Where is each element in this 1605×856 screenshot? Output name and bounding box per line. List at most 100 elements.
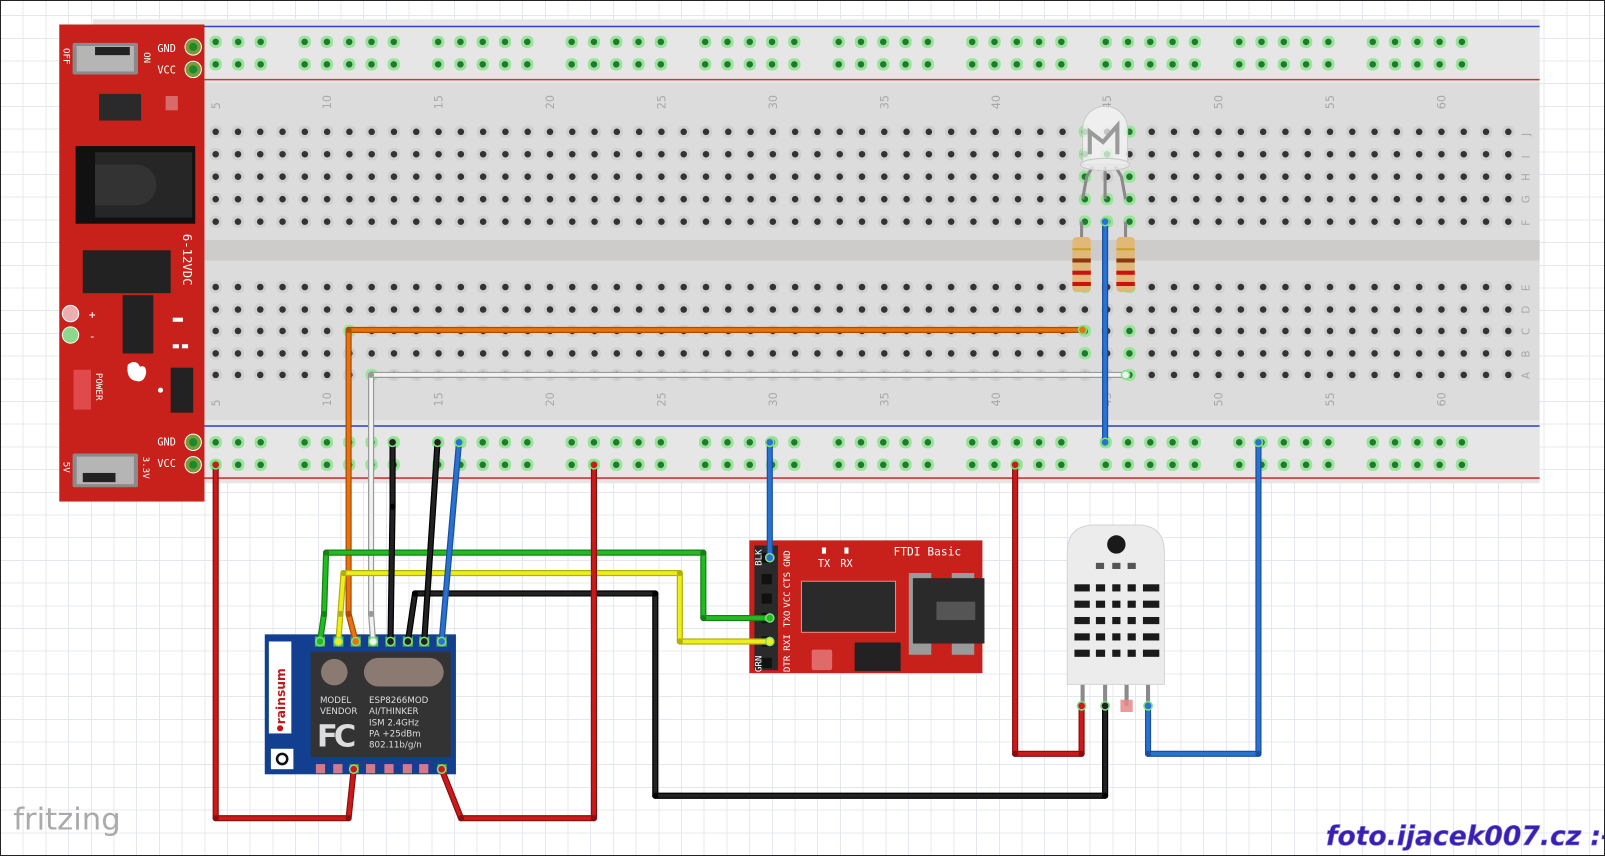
breadboard-hole[interactable] [610,148,623,161]
breadboard-hole[interactable] [343,215,356,228]
breadboard-hole[interactable] [878,280,891,294]
breadboard-hole[interactable] [1368,324,1381,338]
breadboard-hole[interactable] [254,324,267,338]
breadboard-hole[interactable] [1301,170,1314,183]
power-rail-hole[interactable] [521,58,534,71]
power-rail-hole[interactable] [365,58,378,71]
breadboard-hole[interactable] [521,193,534,206]
power-rail-hole[interactable] [632,458,645,471]
breadboard-hole[interactable] [922,170,935,183]
breadboard-hole[interactable] [276,215,289,228]
breadboard-hole[interactable] [722,280,735,294]
breadboard-hole[interactable] [476,170,490,183]
wire-yellow[interactable] [333,569,775,647]
wire-end[interactable] [1143,701,1153,711]
breadboard-hole[interactable] [699,347,713,360]
power-rail-hole[interactable] [854,458,868,471]
breadboard-hole[interactable] [699,280,713,294]
power-rail-hole[interactable] [1322,458,1335,471]
power-rail-hole[interactable] [1032,436,1046,449]
breadboard-hole[interactable] [722,125,735,138]
power-rail-hole[interactable] [1277,458,1290,471]
power-rail-hole[interactable] [1166,35,1179,48]
breadboard-hole[interactable] [922,303,935,316]
breadboard-hole[interactable] [855,280,869,294]
breadboard-hole[interactable] [1167,148,1181,161]
breadboard-hole[interactable] [1234,324,1248,338]
breadboard-hole[interactable] [320,125,334,138]
breadboard-hole[interactable] [521,347,534,360]
breadboard-hole[interactable] [900,170,913,183]
breadboard-hole[interactable] [744,215,757,228]
breadboard-hole[interactable] [1346,280,1359,294]
breadboard-hole[interactable] [945,215,958,228]
power-rail-hole[interactable] [921,58,934,71]
breadboard-hole[interactable] [1145,193,1158,206]
breadboard-hole[interactable] [1413,280,1426,294]
breadboard-hole[interactable] [1323,170,1337,183]
breadboard-hole[interactable] [276,324,289,338]
breadboard-hole[interactable] [499,215,512,228]
breadboard-hole[interactable] [789,303,802,316]
breadboard-hole[interactable] [967,170,980,183]
power-rail-hole[interactable] [1388,35,1402,48]
wire-blue[interactable] [764,437,775,563]
wire-end[interactable] [348,764,359,775]
breadboard-hole[interactable] [432,148,445,161]
power-rail-hole[interactable] [654,458,667,471]
breadboard-hole[interactable] [1234,303,1248,316]
breadboard-hole[interactable] [855,303,869,316]
breadboard-hole[interactable] [1390,193,1404,206]
breadboard-hole[interactable] [1167,193,1181,206]
breadboard-hole[interactable] [922,215,935,228]
power-rail-hole[interactable] [343,58,356,71]
breadboard-hole[interactable] [276,347,289,360]
breadboard-hole[interactable] [945,280,958,294]
breadboard-hole[interactable] [789,125,802,138]
breadboard-hole[interactable] [499,280,512,294]
power-rail-hole[interactable] [877,58,890,71]
power-rail-hole[interactable] [1455,58,1469,71]
breadboard-hole[interactable] [632,193,646,206]
breadboard-hole[interactable] [989,170,1002,183]
power-rail-hole[interactable] [988,458,1001,471]
power-rail-hole[interactable] [209,436,222,449]
breadboard-hole[interactable] [1457,324,1470,338]
power-rail-hole[interactable] [298,58,311,71]
breadboard-hole[interactable] [811,170,824,183]
breadboard-hole[interactable] [1479,193,1493,206]
power-rail-hole[interactable] [565,436,578,449]
wire-orange[interactable] [345,325,1088,647]
breadboard-hole[interactable] [1034,148,1047,161]
breadboard-hole[interactable] [1234,347,1248,360]
breadboard-hole[interactable] [1011,125,1025,138]
breadboard-hole[interactable] [1212,170,1225,183]
breadboard-hole[interactable] [1212,125,1225,138]
power-rail-hole[interactable] [654,436,667,449]
power-rail-hole[interactable] [1299,458,1313,471]
breadboard-hole[interactable] [365,170,378,183]
power-rail-hole[interactable] [498,458,512,471]
breadboard-hole[interactable] [387,280,401,294]
breadboard-hole[interactable] [811,347,824,360]
breadboard-hole[interactable] [1368,303,1381,316]
breadboard-hole[interactable] [610,193,623,206]
breadboard-hole[interactable] [677,280,690,294]
breadboard-hole[interactable] [1145,148,1158,161]
power-rail-hole[interactable] [966,58,979,71]
power-rail-hole[interactable] [1299,35,1313,48]
power-rail-hole[interactable] [788,458,801,471]
breadboard-hole[interactable] [1390,347,1404,360]
breadboard-hole[interactable] [722,303,735,316]
breadboard-hole[interactable] [231,280,245,294]
breadboard-hole[interactable] [1323,215,1337,228]
breadboard-hole[interactable] [254,347,267,360]
breadboard-hole[interactable] [1502,125,1515,138]
breadboard-hole[interactable] [521,280,534,294]
breadboard-hole[interactable] [789,280,802,294]
breadboard-hole[interactable] [833,280,846,294]
power-rail-hole[interactable] [1144,58,1157,71]
breadboard-hole[interactable] [699,148,713,161]
power-rail-hole[interactable] [1388,458,1402,471]
breadboard-hole[interactable] [789,170,802,183]
